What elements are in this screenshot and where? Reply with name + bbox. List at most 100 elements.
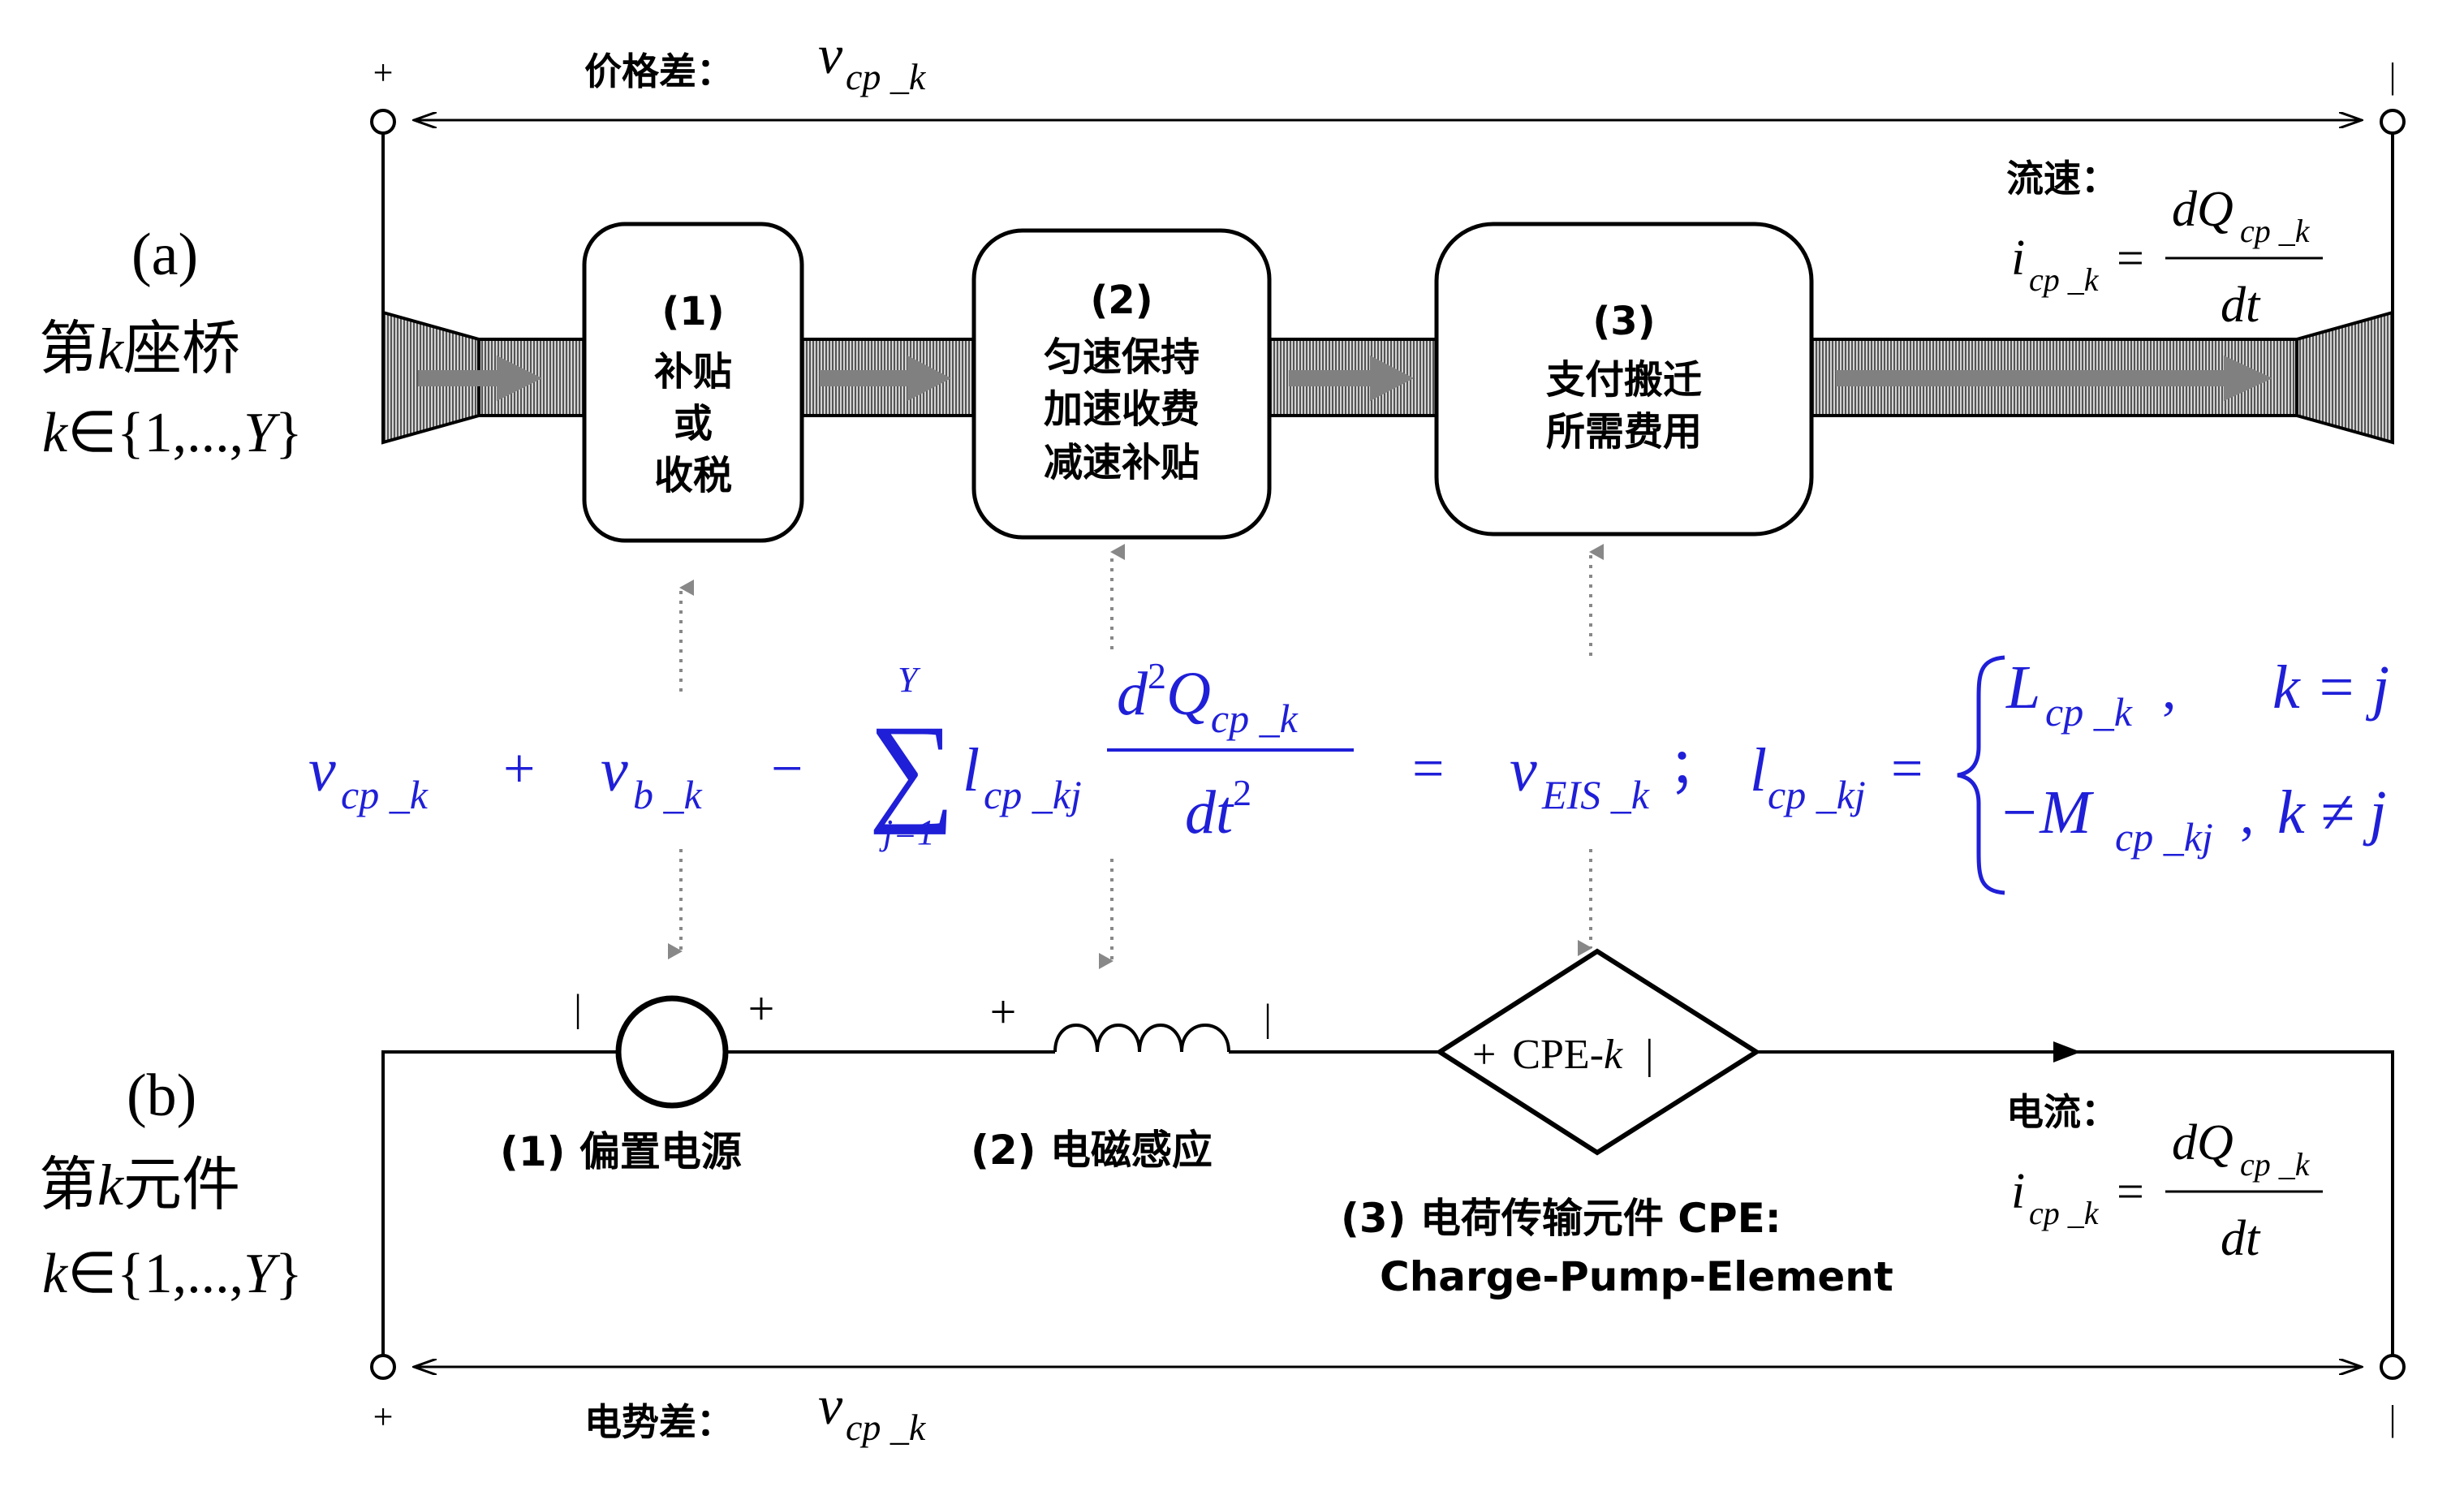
element-set-close: } [275,1243,303,1305]
element-title-suffix: 元件 [123,1153,240,1218]
eq-case1-sub: cp _k [2045,689,2133,735]
eq-sum-bottom: j=1 [879,812,935,852]
stage-3-line-2: 所需费用 [1546,409,1702,455]
eq-v1-sub: cp _k [341,772,429,817]
element-title-k: k [97,1153,125,1218]
eq-plus: + [503,738,535,800]
price-diff-sub: cp _k [846,56,927,97]
price-diff-label: 价格差： [584,50,734,93]
cpe-label-1: (3) 电荷传输元件 CPE: [1341,1195,1781,1242]
element-tag: (b) [127,1062,196,1129]
flow-arrow-3 [1289,356,1414,401]
current-dQ-sub: cp _k [2240,1146,2311,1183]
eq-case2-M: −M [1998,778,2094,847]
bridge-set-range: {1,..., [117,402,243,464]
eq-equals: = [1412,738,1444,800]
eq-minus: − [771,738,803,800]
eq-v3-sub: EIS _k [1541,772,1650,817]
bridge-title-k: k [97,317,125,381]
eq-l2-sub: cp _kj [1768,772,1866,817]
circuit-minus-sign: | [2389,1399,2397,1438]
eq-case2-sub: cp _kj [2115,814,2213,860]
eq-d-exp: 2 [1148,655,1166,696]
bridge-minus-sign: | [2389,56,2397,96]
bridge-tag: (a) [131,222,198,288]
inductor-minus: | [1264,997,1272,1040]
current-dQ: dQ [2172,1115,2234,1170]
eq-l-sub: cp _kj [984,772,1082,817]
cpe-k: k [1604,1032,1623,1078]
eq-v2: v [601,736,628,804]
stage-1-text: (1) 补贴 或 收税 [654,289,732,498]
inductor-label: (2) 电磁感应 [971,1127,1213,1174]
current-equals: = [2117,1165,2144,1218]
eq-brace [1957,655,2005,895]
flow-arrow-2 [820,356,951,401]
stage-1-line-1: 补贴 [654,349,732,394]
bridge-left-terminal [370,109,396,135]
bridge-set-Y: Y [243,402,281,464]
stage-1-line-3: 收税 [654,453,732,498]
eq-l: l [963,736,980,804]
flow-dQ: dQ [2172,182,2234,237]
circuit-plus-sign: + [373,1397,394,1437]
element-set: k∈{1,...,Y} [42,1243,303,1305]
flow-arrows [418,356,2272,401]
bridge-plus-sign: + [373,53,394,93]
current-dt: dt [2221,1211,2261,1266]
bridge-title-suffix: 座桥 [123,317,240,381]
eq-Q: Q [1166,660,1211,728]
inductor-plus: + [990,985,1017,1038]
stage-2-text: (2) 匀速保持 加速收费 减速补贴 [1044,278,1200,485]
eq-case1-cond: k = j [2272,653,2389,722]
eq-frac-num: d2Qcp _k [1117,655,1299,741]
element-set-k: k [42,1243,69,1305]
bias-source-label: (1) 偏置电源 [500,1128,742,1175]
flow-equals: = [2117,231,2144,285]
dotted-connectors-bottom [668,849,1592,969]
stage-3-text: (3) 支付搬迁 所需费用 [1546,299,1702,455]
flow-arrow-4 [1836,356,2272,401]
eq-v1: v [308,736,336,804]
cpe-symbol [1435,948,1761,1156]
stage-2-line-1: 匀速保持 [1044,334,1200,380]
flow-i: i [2011,231,2025,286]
eq-v3: v [1510,736,1537,804]
bridge-set-in: ∈ [67,402,117,464]
bridge-right-terminal [2380,109,2406,135]
stage-2-num: (2) [1090,278,1152,323]
eq-frac-den: dt2 [1185,772,1251,847]
element-title: 第k元件 [39,1153,240,1218]
stage-box-1 [582,222,804,543]
eq-sigma: ∑ [868,700,955,835]
stage-1-num: (1) [661,289,724,334]
eq-semicolon: ； [1669,736,1722,799]
element-set-in: ∈ [67,1243,117,1305]
cpe-name: CPE- [1512,1032,1604,1078]
cpe-plus: + [1472,1032,1496,1078]
flow-label: 流速： [2006,157,2118,200]
flow-dQ-sub: cp _k [2240,213,2311,249]
circuit-right-terminal [2380,1354,2406,1380]
current-formula: i cp _k = dQ cp _k dt [2011,1115,2323,1266]
bridge-set-close: } [275,402,303,464]
bridge-right-abutment [2295,310,2394,445]
current-i-sub: cp _k [2029,1195,2100,1231]
bridge-diagram: + | 价格差： v cp _k (1) 补贴 [39,24,2406,543]
cpe-box-text: +CPE-k| [1472,1032,1654,1078]
cpe-label-2: Charge-Pump-Element [1380,1253,1893,1300]
stage-box-2 [971,228,1272,540]
bridge-set: k∈{1,...,Y} [42,402,303,464]
flow-formula: i cp _k = dQ cp _k dt [2011,182,2323,333]
bias-source-symbol [615,995,729,1109]
potential-diff-sub: cp _k [846,1407,927,1448]
eq-case1-L: L [2005,653,2040,722]
eq-equals-2: = [1891,738,1923,800]
bridge-title: 第k座桥 [39,317,240,381]
flow-i-sub: cp _k [2029,261,2100,298]
stage-1-line-2: 或 [674,401,713,446]
source-plus: + [748,982,775,1035]
stage-2-line-3: 减速补贴 [1044,440,1200,485]
dotted-connectors-top [679,544,1604,692]
